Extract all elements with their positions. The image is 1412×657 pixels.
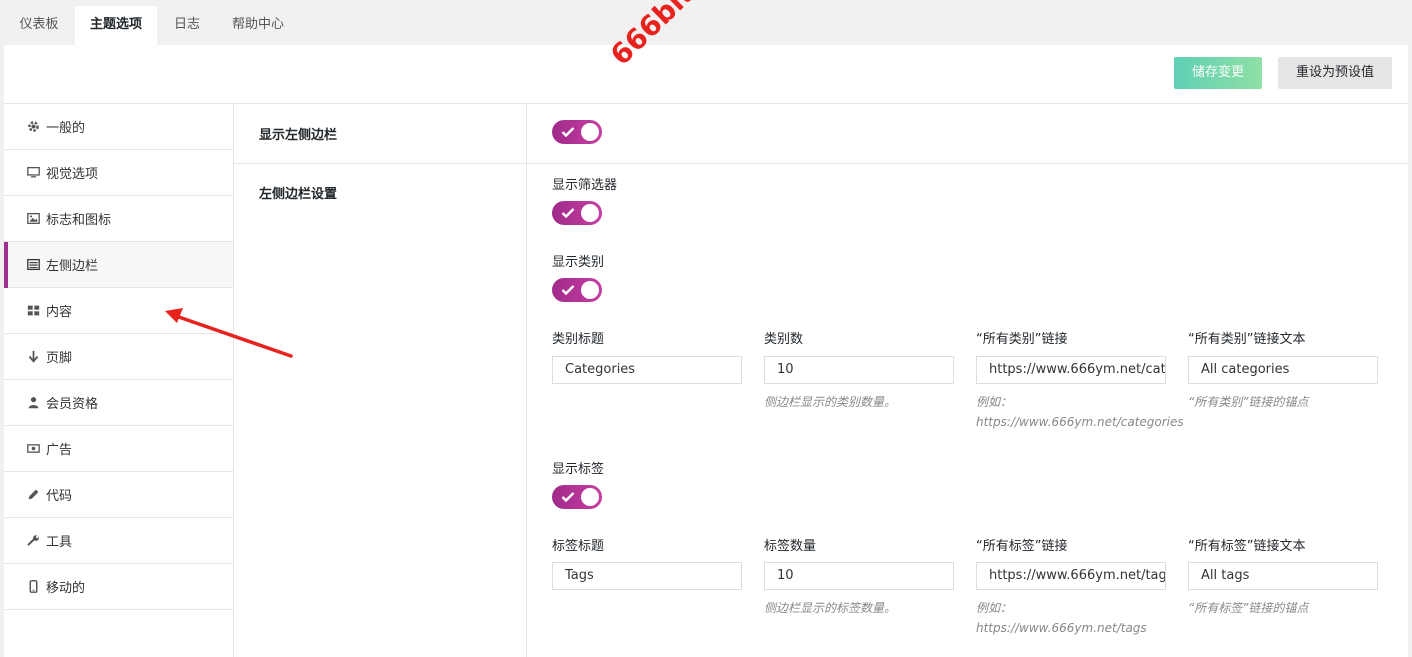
all-tags-linktext-input[interactable]: All tags [1188,562,1378,590]
toolbar: 储存变更 重设为预设值 [4,45,1408,104]
sidebar-item-logo-icons[interactable]: 标志和图标 [4,196,233,242]
reset-defaults-button[interactable]: 重设为预设值 [1278,57,1392,89]
sidebar-item-label: 广告 [46,443,73,458]
sidebar-item-code[interactable]: 代码 [4,472,233,518]
section-title-show-left-sidebar: 显示左侧边栏 [259,128,338,143]
all-categories-link-input[interactable]: https://www.666ym.net/categories [976,356,1166,384]
tab-dashboard[interactable]: 仪表板 [19,17,59,32]
sidebar-item-membership[interactable]: 会员资格 [4,380,233,426]
tab-theme-options[interactable]: 主题选项 [75,6,157,45]
grid-icon [26,304,40,318]
check-icon [561,127,575,138]
top-nav: 仪表板 主题选项 日志 帮助中心 [0,0,1412,45]
check-icon [561,208,575,219]
section-title-left-sidebar-settings: 左侧边栏设置 [259,187,338,202]
tag-count-hint: 侧边栏显示的标签数量。 [764,601,897,615]
category-count-label: 类别数 [764,332,804,347]
show-filter-toggle[interactable] [552,201,602,225]
column-divider [526,104,527,657]
all-categories-link-hint-example: https://www.666ym.net/categories [976,415,1184,429]
tag-count-label: 标签数量 [764,539,817,554]
tag-title-label: 标签标题 [552,539,605,554]
gear-icon [26,120,40,134]
all-tags-link-hint-example: https://www.666ym.net/tags [976,621,1147,635]
all-categories-linktext-label: “所有类别”链接文本 [1188,332,1306,347]
tab-log[interactable]: 日志 [173,17,200,32]
save-button[interactable]: 储存变更 [1174,57,1262,89]
all-tags-linktext-hint: “所有标签”链接的锚点 [1188,601,1309,615]
toggle-knob [581,281,599,299]
sidebar-item-label: 标志和图标 [46,213,112,228]
money-icon [26,442,40,456]
list-icon [26,258,40,272]
sidebar: 一般的 视觉选项 标志和图标 左侧边栏 内容 页脚 会员资格 广告 [4,104,234,657]
user-icon [26,396,40,410]
sidebar-item-label: 移动的 [46,581,86,596]
category-count-input[interactable]: 10 [764,356,954,384]
category-count-hint: 侧边栏显示的类别数量。 [764,395,897,409]
sidebar-item-label: 代码 [46,489,73,504]
pencil-icon [26,488,40,502]
sidebar-item-mobile[interactable]: 移动的 [4,564,233,610]
check-icon [561,285,575,296]
all-categories-link-hint-prefix: 例如： [976,395,1013,409]
sidebar-item-label: 工具 [46,535,73,550]
all-categories-link-label: “所有类别”链接 [976,332,1068,347]
sidebar-item-label: 会员资格 [46,397,99,412]
sidebar-item-left-sidebar[interactable]: 左侧边栏 [4,242,233,288]
show-tags-toggle[interactable] [552,485,602,509]
sidebar-item-tools[interactable]: 工具 [4,518,233,564]
tag-title-input[interactable]: Tags [552,562,742,590]
annotation-arrow-icon [165,308,293,358]
show-filter-label: 显示筛选器 [552,178,618,193]
monitor-icon [26,166,40,180]
all-tags-link-hint-prefix: 例如： [976,601,1013,615]
tab-help-center[interactable]: 帮助中心 [231,17,284,32]
show-categories-label: 显示类别 [552,255,605,270]
row-divider [234,163,1408,164]
sidebar-item-label: 一般的 [46,121,86,136]
wrench-icon [26,534,40,548]
sidebar-item-general[interactable]: 一般的 [4,104,233,150]
tag-count-input[interactable]: 10 [764,562,954,590]
arrow-down-icon [26,350,40,364]
sidebar-item-visual[interactable]: 视觉选项 [4,150,233,196]
all-categories-linktext-input[interactable]: All categories [1188,356,1378,384]
image-icon [26,212,40,226]
all-tags-link-input[interactable]: https://www.666ym.net/tags [976,562,1166,590]
category-title-label: 类别标题 [552,332,605,347]
show-tags-label: 显示标签 [552,462,605,477]
toggle-knob [581,204,599,222]
options-panel: 储存变更 重设为预设值 一般的 视觉选项 标志和图标 左侧边栏 内容 页脚 [4,45,1408,657]
mobile-icon [26,580,40,594]
category-title-input[interactable]: Categories [552,356,742,384]
check-icon [561,492,575,503]
sidebar-item-label: 页脚 [46,351,73,366]
all-tags-link-label: “所有标签”链接 [976,539,1068,554]
show-categories-toggle[interactable] [552,278,602,302]
sidebar-item-label: 内容 [46,305,73,320]
toggle-knob [581,488,599,506]
sidebar-item-label: 左侧边栏 [46,259,99,274]
toggle-knob [581,123,599,141]
sidebar-item-footer[interactable]: 页脚 [4,334,233,380]
sidebar-item-label: 视觉选项 [46,167,99,182]
all-categories-linktext-hint: “所有类别”链接的锚点 [1188,395,1309,409]
sidebar-item-ads[interactable]: 广告 [4,426,233,472]
all-tags-linktext-label: “所有标签”链接文本 [1188,539,1306,554]
sidebar-item-content[interactable]: 内容 [4,288,233,334]
show-left-sidebar-toggle[interactable] [552,120,602,144]
